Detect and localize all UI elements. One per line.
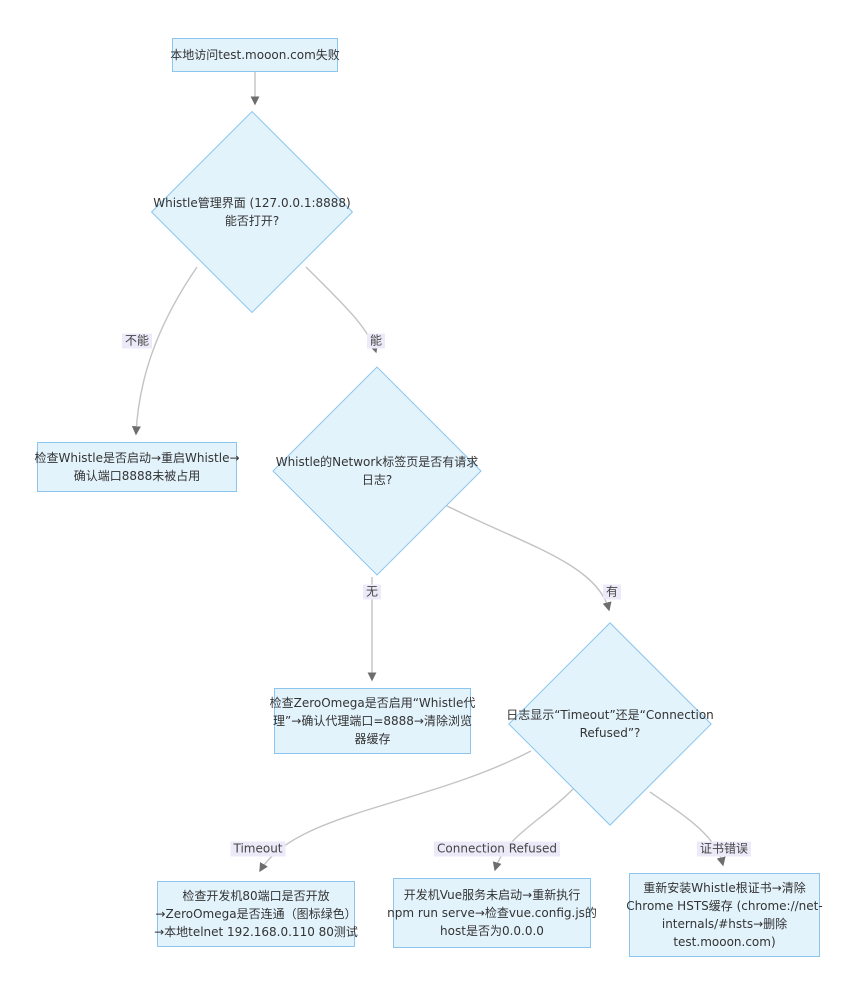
node-text-line: 确认端口8888未被占用 (73, 469, 201, 483)
node-q-whistle-ui: Whistle管理界面 (127.0.0.1:8888) 能否打开? (150, 110, 354, 314)
node-text-line: 器缓存 (354, 732, 391, 746)
node-fix-cert: 重新安装Whistle根证书→清除 Chrome HSTS缓存 (chrome:… (626, 873, 823, 957)
node-text-line: 能否打开? (224, 214, 280, 228)
edge-label-cannot: 不能 (121, 333, 153, 349)
node-fix-timeout: 检查开发机80端口是否开放 →ZeroOmega是否连通（图标绿色） →本地te… (154, 881, 358, 947)
node-text: 日志显示“Timeout”还是“Connection Refused”? (480, 706, 740, 742)
node-text-line: Whistle管理界面 (127.0.0.1:8888) (153, 196, 351, 210)
edge-label-timeout: Timeout (230, 841, 286, 857)
node-text-line: →本地telnet 192.168.0.110 80测试 (154, 925, 358, 939)
node-text-line: 检查开发机80端口是否开放 (182, 889, 330, 903)
node-text-line: 检查Whistle是否启动→重启Whistle→ (34, 451, 240, 465)
node-fix-whistle: 检查Whistle是否启动→重启Whistle→ 确认端口8888未被占用 (34, 442, 240, 492)
node-q-network-log: Whistle的Network标签页是否有请求 日志? (272, 364, 482, 578)
node-text: Whistle的Network标签页是否有请求 日志? (247, 453, 507, 489)
node-text-line: Chrome HSTS缓存 (chrome://net- (626, 899, 823, 913)
edge-label-has: 有 (602, 584, 622, 600)
node-fix-proxy: 检查ZeroOmega是否启用“Whistle代 理”→确认代理端口=8888→… (270, 688, 475, 754)
node-text-line: 重新安装Whistle根证书→清除 (643, 881, 806, 895)
node-text-line: host是否为0.0.0.0 (440, 924, 544, 938)
node-q-log-type: 日志显示“Timeout”还是“Connection Refused”? (506, 622, 714, 826)
node-text-line: 日志显示“Timeout”还是“Connection (506, 708, 714, 722)
node-text-line: Whistle的Network标签页是否有请求 (275, 455, 479, 469)
node-text-line: 日志? (361, 473, 393, 487)
edge-q-logtype-to-fix-refused (492, 788, 574, 872)
node-text-line: internals/#hsts→删除 (661, 917, 788, 931)
node-text-line: →ZeroOmega是否连通（图标绿色） (155, 907, 357, 921)
node-fix-refused: 开发机Vue服务未启动→重新执行 npm run serve→检查vue.con… (387, 878, 597, 948)
edge-q-whistle-to-fix-whistle (131, 266, 198, 436)
edge-label-can: 能 (366, 333, 386, 349)
edge-q-network-to-q-logtype (440, 502, 612, 612)
node-text-line: 开发机Vue服务未启动→重新执行 (403, 888, 581, 902)
edge-label-refused: Connection Refused (434, 841, 560, 857)
node-text-line: 理”→确认代理端口=8888→清除浏览 (273, 714, 472, 728)
node-text-line: 检查ZeroOmega是否启用“Whistle代 (269, 696, 476, 710)
node-start: 本地访问test.mooon.com失败 (170, 38, 340, 72)
node-text-line: test.mooon.com) (673, 935, 776, 949)
node-text-line: npm run serve→检查vue.config.js的 (387, 906, 597, 920)
edge-label-cert: 证书错误 (696, 841, 752, 857)
node-text-line: 本地访问test.mooon.com失败 (170, 48, 340, 62)
edge-label-none: 无 (362, 584, 382, 600)
node-text-line: Refused”? (579, 726, 641, 740)
node-text: Whistle管理界面 (127.0.0.1:8888) 能否打开? (122, 194, 382, 230)
